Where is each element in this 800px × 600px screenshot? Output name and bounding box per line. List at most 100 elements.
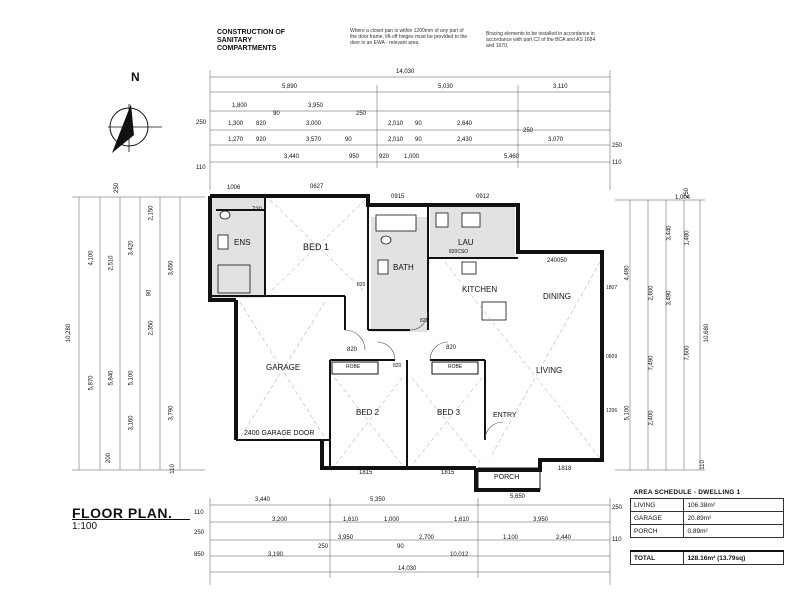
dim-bottom-r2d: 1,610 xyxy=(454,517,470,523)
window-label-240050: 240050 xyxy=(547,258,568,264)
dim-right-b: 3,440 xyxy=(666,225,673,241)
dim-left-b: 2,510 xyxy=(108,255,115,271)
area-value-porch: 0.89m² xyxy=(683,524,784,538)
dim-bottom-r2e: 3,950 xyxy=(533,517,549,523)
dim-bottom-edge-left: 250 xyxy=(194,530,205,536)
dim-top-d6: 90 xyxy=(415,137,422,143)
bathroom-tiles xyxy=(371,217,428,332)
dim-top-b3: 250 xyxy=(356,111,367,117)
table-row: GARAGE 20.89m² xyxy=(629,511,784,525)
fixtures xyxy=(217,210,507,321)
dim-right-f: 5,100 xyxy=(624,405,631,421)
dim-top-edge2-right: 110 xyxy=(612,160,622,166)
room-label-porch: PORCH xyxy=(494,474,520,481)
door-swings xyxy=(344,311,504,441)
internal-walls xyxy=(212,198,518,468)
dim-top-a3: 3,110 xyxy=(553,84,568,90)
dim-bottom-r3b: 2,700 xyxy=(419,535,435,541)
dim-left-i: 2,350 xyxy=(148,320,155,336)
table-row xyxy=(631,538,784,552)
window-label-1818: 1818 xyxy=(558,466,572,472)
dimension-lines-left xyxy=(72,196,205,471)
dimension-lines-top xyxy=(209,70,611,190)
door-label-820-e: 820 xyxy=(420,318,429,324)
dim-left-f: 5,840 xyxy=(108,370,115,386)
dim-bottom-r1a: 3,440 xyxy=(255,497,271,503)
north-label: N xyxy=(131,70,140,84)
table-row: PORCH 0.89m² xyxy=(629,524,784,538)
dim-top-c1: 1,300 xyxy=(228,121,244,127)
dim-right-c: 4,490 xyxy=(624,265,631,281)
dim-left-e90: 90 xyxy=(146,289,153,297)
room-label-bed3: BED 3 xyxy=(437,408,461,417)
header-line-1: CONSTRUCTION OF xyxy=(217,29,286,36)
dim-left-g: 5,100 xyxy=(128,370,135,386)
dim-bottom-r3d: 2,440 xyxy=(556,535,572,541)
dim-top-d2: 920 xyxy=(256,137,267,143)
window-label-0609: 0609 xyxy=(606,354,618,360)
area-value-garage: 20.89m² xyxy=(683,511,784,525)
area-label-porch: PORCH xyxy=(629,524,685,538)
construction-header: CONSTRUCTION OF SANITARY COMPARTMENTS xyxy=(217,29,285,53)
dim-right-total: 10,680 xyxy=(704,323,711,343)
window-label-1807: 1807 xyxy=(606,285,618,291)
window-label-1815-a: 1815 xyxy=(359,470,373,476)
room-label-kitchen: KITCHEN xyxy=(462,285,498,294)
dim-bottom-e250b: 250 xyxy=(318,544,329,550)
dim-right-j: 1,004 xyxy=(675,195,691,201)
room-label-entry: ENTRY xyxy=(493,412,517,419)
room-label-lau: LAU xyxy=(458,238,474,247)
area-value-living: 106.38m² xyxy=(683,498,784,512)
dim-top-c5: 2,010 xyxy=(388,121,404,127)
dim-top-d4: 90 xyxy=(345,137,352,143)
dim-top-d3: 3,570 xyxy=(306,137,322,143)
header-line-3: COMPARTMENTS xyxy=(217,45,277,52)
door-label-720: 720 xyxy=(252,207,263,213)
dim-bottom-r2b: 1,610 xyxy=(343,517,359,523)
dim-left-h: 3,650 xyxy=(168,260,175,276)
dim-bottom-edge2-left: 110 xyxy=(194,510,204,516)
area-schedule-heading: AREA SCHEDULE - DWELLING 1 xyxy=(630,486,784,499)
dim-bottom-r4a: 3,190 xyxy=(268,552,284,558)
robe-label-2: ROBE xyxy=(448,364,463,370)
dim-right-d: 2,600 xyxy=(648,285,655,301)
dim-left-e200: 200 xyxy=(106,452,113,464)
dim-top-c6: 90 xyxy=(415,121,422,127)
room-label-ens: ENS xyxy=(234,238,251,247)
area-schedule-table: AREA SCHEDULE - DWELLING 1 LIVING 106.38… xyxy=(629,486,784,565)
dim-top-a2: 5,030 xyxy=(438,84,454,90)
dim-bottom-r2c: 1,000 xyxy=(384,517,400,523)
dim-bottom-e850: 850 xyxy=(194,552,205,558)
dim-top-d5: 2,010 xyxy=(388,137,404,143)
dim-top-edge2-left: 110 xyxy=(196,165,206,171)
table-row: LIVING 106.38m² xyxy=(629,498,784,512)
area-label-garage: GARAGE xyxy=(629,511,685,525)
robe-label-1: ROBE xyxy=(346,364,361,370)
dim-top-edge-right: 250 xyxy=(612,143,623,149)
title-underline xyxy=(72,519,190,520)
dim-top-e4: 1,000 xyxy=(404,154,420,160)
area-total-label: TOTAL xyxy=(629,550,685,565)
ceiling-diagonals xyxy=(239,199,601,466)
dim-right-edge2: 110 xyxy=(699,460,706,470)
north-arrow-icon xyxy=(108,104,162,153)
porch-outline xyxy=(477,467,541,491)
dim-bottom-e90: 90 xyxy=(397,544,404,550)
dim-bottom-r1b: 5,350 xyxy=(370,497,386,503)
window-label-0627: 0627 xyxy=(310,184,324,190)
room-label-living: LIVING xyxy=(536,366,563,375)
dim-right-e: 7,490 xyxy=(648,355,655,371)
dim-left-edge2: 110 xyxy=(169,464,176,474)
dim-right-edge: 250 xyxy=(684,187,691,199)
header-line-2: SANITARY xyxy=(217,37,252,44)
closet-pan-note: Where a closet pan is within 1200mm of a… xyxy=(350,28,468,46)
dim-bottom-r3a: 3,950 xyxy=(338,535,354,541)
room-label-bed1: BED 1 xyxy=(303,242,330,252)
door-label-820cso: 820CSO xyxy=(449,249,469,255)
dim-top-d8: 3,070 xyxy=(548,137,564,143)
dim-left-d: 3,160 xyxy=(128,415,135,431)
dim-top-e3: 920 xyxy=(379,154,390,160)
dim-right-i: 7,600 xyxy=(684,345,691,361)
garage-door-label: 2400 GARAGE DOOR xyxy=(244,430,315,437)
